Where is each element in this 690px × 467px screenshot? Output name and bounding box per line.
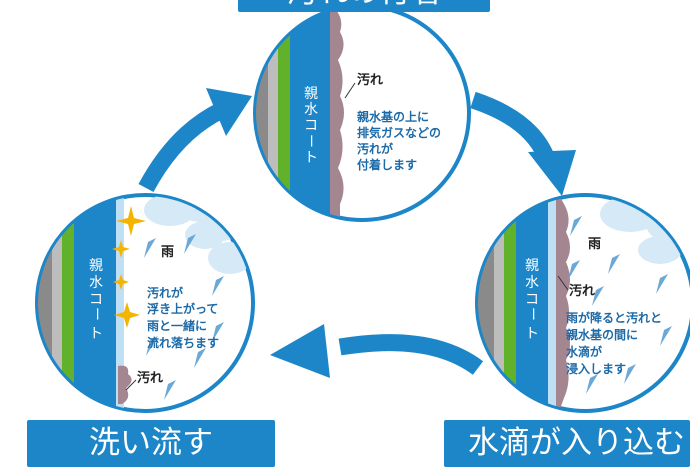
left-description: 汚れが 浮き上がって 雨と一緒に 流れ落ちます (147, 285, 219, 350)
cycle-arrows (138, 88, 576, 378)
top-desc-line-2: 排気ガスなどの (357, 125, 441, 140)
dirt-pointer (344, 82, 356, 99)
left-desc-line-4: 流れ落ちます (147, 335, 219, 350)
coat-char-5: ト (304, 150, 318, 166)
arrow-right-to-left (270, 324, 484, 378)
sparkle-icon (114, 302, 140, 328)
right-dirt-layer (556, 196, 570, 410)
right-raindrops (568, 216, 672, 394)
top-desc-line-1: 親水基の上に (357, 109, 429, 124)
left-raindrops (144, 234, 224, 400)
coat-char-1: 親 (525, 258, 539, 274)
coat-label-top: 親 水 コ ー ト (302, 86, 318, 166)
coat-char-4: ー (88, 307, 104, 321)
top-circle: 親 水 コ ー ト 汚れ 親水基の上に 排気ガスなどの 汚れが 付着します (253, 4, 471, 222)
right-circle: 親 水 コ ー ト 雨 汚れ 雨が降ると汚れと 親水基の間に 水滴が 浸入します (475, 193, 690, 413)
top-dirt-label: 汚れ (357, 72, 383, 88)
left-desc-line-1: 汚れが (147, 285, 183, 300)
left-circle: 親 水 コ ー ト 雨 汚れが 浮き上がって 雨と一緒に 流れ落ちます 汚れ (35, 193, 255, 413)
sparkle-icon (116, 206, 146, 236)
left-step-banner: 洗い流す (27, 420, 275, 467)
coat-char-3: コ (304, 118, 318, 134)
sparkle-icon (112, 240, 130, 258)
coat-char-3: コ (525, 292, 539, 308)
left-dirt-floating (118, 365, 132, 404)
left-desc-line-2: 浮き上がって (147, 301, 218, 316)
top-step-banner: 汚れの付着 (238, 0, 490, 12)
dirt-layer (330, 7, 344, 219)
right-desc-line-1: 雨が降ると汚れと (566, 310, 662, 325)
arrow-left-to-top (138, 88, 252, 193)
coat-char-5: ト (525, 326, 539, 342)
top-description: 親水基の上に 排気ガスなどの 汚れが 付着します (357, 109, 441, 172)
right-rain-label: 雨 (588, 237, 601, 252)
coat-char-1: 親 (304, 86, 318, 102)
coat-char-5: ト (89, 326, 103, 342)
right-step-banner: 水滴が入り込む (444, 420, 690, 467)
sparkle-icon (113, 274, 129, 290)
right-desc-line-4: 浸入します (566, 361, 626, 376)
coat-label-left: 親 水 コ ー ト (88, 258, 104, 342)
left-dirt-label: 汚れ (137, 370, 163, 386)
right-description: 雨が降ると汚れと 親水基の間に 水滴が 浸入します (566, 310, 662, 376)
coat-char-2: 水 (89, 275, 103, 291)
top-desc-line-3: 汚れが (357, 141, 393, 156)
coat-char-3: コ (89, 292, 103, 308)
coat-label-right: 親 水 コ ー ト (524, 258, 540, 342)
dirt-pointer (125, 379, 137, 391)
right-desc-line-2: 親水基の間に (566, 327, 638, 342)
coat-char-1: 親 (89, 258, 103, 274)
coat-char-4: ー (524, 307, 540, 321)
coat-char-2: 水 (304, 102, 318, 118)
top-desc-line-4: 付着します (357, 157, 417, 172)
coat-char-2: 水 (525, 275, 539, 291)
sparkle-icons (112, 206, 146, 328)
left-rain-label: 雨 (161, 245, 174, 260)
left-desc-line-3: 雨と一緒に (147, 318, 207, 333)
right-desc-line-3: 水滴が (566, 344, 602, 359)
dirt-pointer (557, 275, 569, 291)
right-dirt-label: 汚れ (569, 283, 595, 299)
arrow-top-to-right (470, 91, 576, 196)
coat-char-4: ー (302, 134, 318, 148)
